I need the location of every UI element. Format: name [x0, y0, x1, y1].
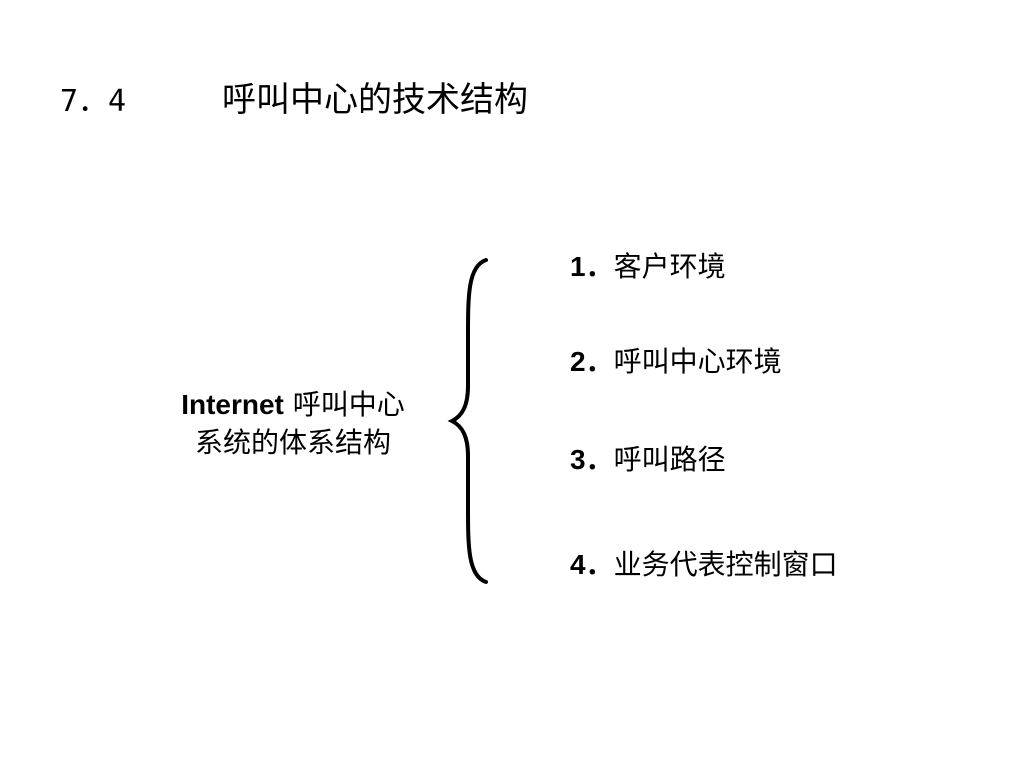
list-item-4: 4．业务代表控制窗口 — [570, 545, 838, 585]
subject-latin: Internet — [181, 389, 284, 420]
subject-line-2: 系统的体系结构 — [194, 426, 391, 459]
list-item-2: 2．呼叫中心环境 — [570, 342, 782, 382]
section-heading: 呼叫中心的技术结构 — [222, 80, 528, 120]
subject-line-1-rest: 呼叫中心 — [283, 388, 405, 421]
curly-brace — [447, 258, 488, 584]
list-item-index: 2． — [570, 346, 614, 377]
list-item-index: 3． — [570, 444, 614, 475]
list-item-1: 1．客户环境 — [570, 247, 726, 287]
section-number: 7．4 — [60, 84, 127, 119]
list-item-3: 3．呼叫路径 — [570, 440, 726, 480]
list-item-index: 1． — [570, 251, 614, 282]
curly-brace-path — [447, 258, 488, 584]
list-item-index: 4． — [570, 549, 614, 580]
list-item-label: 业务代表控制窗口 — [613, 548, 838, 581]
architecture-subject: Internet 呼叫中心 系统的体系结构 — [148, 386, 438, 462]
slide-title: 7．4 呼叫中心的技术结构 — [60, 76, 528, 124]
subject-line-1: Internet 呼叫中心 — [148, 386, 438, 424]
list-item-label: 呼叫中心环境 — [613, 345, 782, 378]
list-item-label: 客户环境 — [613, 250, 726, 283]
list-item-label: 呼叫路径 — [613, 443, 726, 476]
